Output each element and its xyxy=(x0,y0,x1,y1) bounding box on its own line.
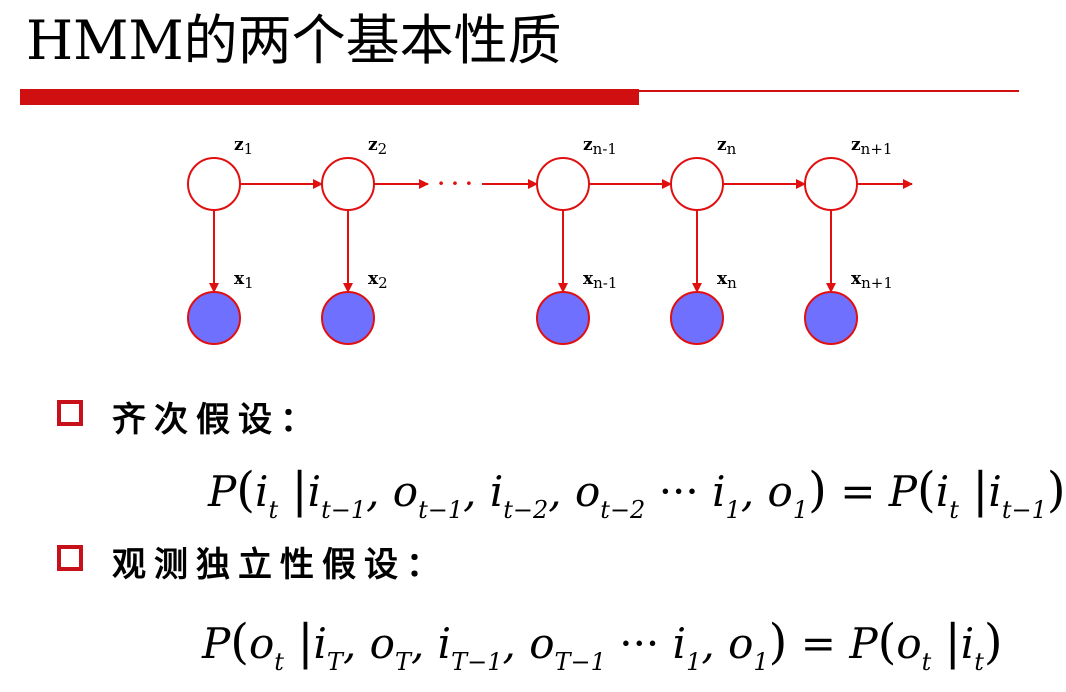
f2-g1-v: o xyxy=(369,619,395,668)
f1-rhs-gs: t−1 xyxy=(1001,496,1047,524)
f2-t1-v: o xyxy=(728,619,754,668)
observed-node-2 xyxy=(536,291,590,345)
f2-rhs-gv: i xyxy=(960,619,975,668)
formula-observation-independence: P(ot |iT, oT, iT−1, oT−1 ··· i1, o1) = P… xyxy=(202,614,1003,676)
f2-t0-s: 1 xyxy=(686,648,702,676)
f2-t0-v: i xyxy=(672,619,687,668)
observed-node-4 xyxy=(804,291,858,345)
f1-rhs-sub: t xyxy=(949,496,959,524)
f2-g2-v: i xyxy=(437,619,452,668)
observed-label-4: xn+1 xyxy=(851,269,893,292)
f2-lhs: P xyxy=(202,619,231,668)
f1-t1-s: 1 xyxy=(792,496,809,524)
hmm-graphical-model: · · · z1 z2 zn-1 zn zn+1 x1 x2 xn-1 xn xn+1 xyxy=(187,135,913,345)
hidden-label-2: zn-1 xyxy=(583,135,617,158)
bullet-square-2 xyxy=(57,545,83,571)
f1-rhs-var: i xyxy=(935,467,950,516)
hidden-label-4: zn+1 xyxy=(851,135,892,158)
bullet-square-1 xyxy=(57,400,83,426)
page-title: HMM的两个基本性质 xyxy=(26,9,562,72)
hidden-state-node-2 xyxy=(536,157,590,211)
f2-g3-v: o xyxy=(529,619,555,668)
f2-t1-s: 1 xyxy=(753,648,769,676)
f1-g1-v: o xyxy=(392,467,419,516)
section-heading-observation-independence: 观测独立性假设： xyxy=(112,545,448,585)
f1-g3-s: t−2 xyxy=(600,496,646,524)
f2-g1-s: T xyxy=(394,648,411,676)
observed-label-2: xn-1 xyxy=(583,269,617,292)
f2-g0-v: i xyxy=(313,619,327,668)
hidden-state-node-1 xyxy=(321,157,375,211)
formula-homogeneous: P(it |it−1, ot−1, it−2, ot−2 ··· i1, o1)… xyxy=(208,462,1066,524)
f2-g2-s: T−1 xyxy=(451,648,503,676)
f1-t1-v: o xyxy=(767,467,793,516)
f2-rhs-var: o xyxy=(896,619,922,668)
f1-t0-s: 1 xyxy=(725,496,741,524)
hidden-label-0: z1 xyxy=(234,135,253,158)
f2-cond-sub: t xyxy=(274,648,284,676)
section-heading-homogeneous: 齐次假设： xyxy=(112,400,322,440)
f1-g2-s: t−2 xyxy=(503,496,549,524)
f1-g1-s: t−1 xyxy=(418,496,464,524)
f2-cond-var: o xyxy=(249,619,275,668)
formula-1-lhs: P xyxy=(208,467,237,516)
f1-rhs-p: P xyxy=(888,467,918,516)
f1-rhs-gv: i xyxy=(988,467,1002,516)
observed-label-1: x2 xyxy=(368,269,388,292)
chain-ellipsis: · · · xyxy=(438,171,473,195)
f2-rhs-gs: t xyxy=(974,648,984,676)
f2-g0-s: T xyxy=(326,648,343,676)
hidden-label-3: zn xyxy=(717,135,737,158)
hidden-state-node-3 xyxy=(670,157,724,211)
f1-cond-var: i xyxy=(255,467,269,516)
f1-g0-s: t−1 xyxy=(321,496,367,524)
f1-cond-sub: t xyxy=(268,496,279,524)
f2-rhs-sub: t xyxy=(921,648,932,676)
hidden-state-node-4 xyxy=(804,157,858,211)
f2-rhs-p: P xyxy=(849,619,878,668)
hidden-state-node-0 xyxy=(187,157,241,211)
observed-label-0: x1 xyxy=(234,269,254,292)
f1-g0-v: i xyxy=(307,467,322,516)
f1-g2-v: i xyxy=(489,467,504,516)
hidden-label-1: z2 xyxy=(368,135,387,158)
title-underline-thin xyxy=(639,90,1019,92)
f1-dots: ··· xyxy=(658,467,699,516)
f2-g3-s: T−1 xyxy=(554,648,606,676)
observed-node-3 xyxy=(670,291,724,345)
observed-node-0 xyxy=(187,291,241,345)
f1-t0-v: i xyxy=(712,467,726,516)
f2-dots: ··· xyxy=(619,619,660,668)
observed-label-3: xn xyxy=(717,269,737,292)
title-underline-thick xyxy=(20,89,639,105)
observed-node-1 xyxy=(321,291,375,345)
f1-g3-v: o xyxy=(575,467,601,516)
